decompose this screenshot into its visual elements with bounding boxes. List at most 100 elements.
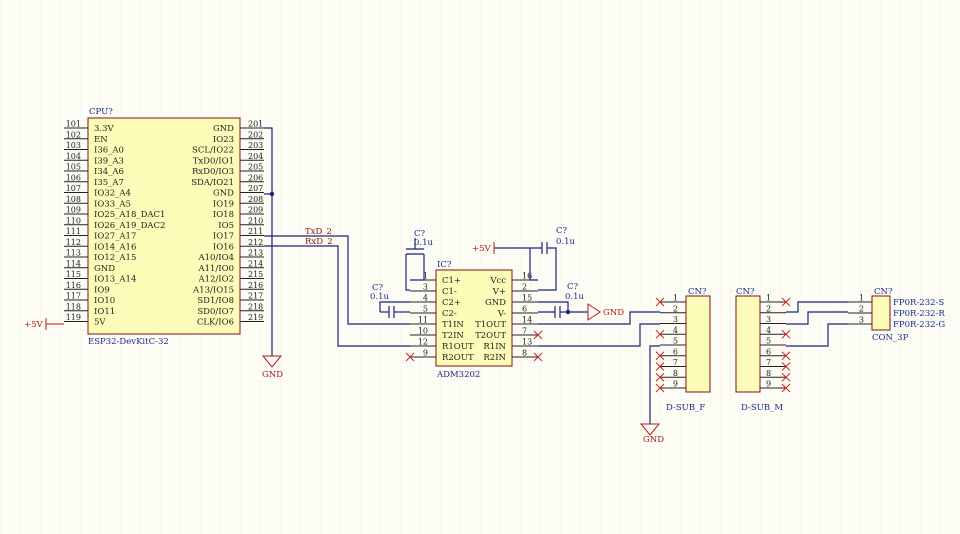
cpu-pin-name: A13/IO15 xyxy=(192,285,234,295)
cpu-pin-number: 218 xyxy=(248,302,263,311)
cpu-pin-name: A12/IO2 xyxy=(197,275,234,285)
dsub-m-pin-number: 9 xyxy=(766,380,771,389)
cpu-pin-number: 101 xyxy=(66,120,81,129)
power-5v-ic: +5V xyxy=(472,242,495,254)
svg-text:CN?: CN? xyxy=(736,287,755,297)
svg-text:C?: C? xyxy=(414,229,426,239)
cpu-pin-number: 108 xyxy=(66,195,81,204)
cpu-pin-name: TxD0/IO1 xyxy=(193,156,234,166)
cpu-pin-name: 5V xyxy=(94,318,106,328)
cpu-pin-number: 219 xyxy=(248,313,263,322)
cpu-pin-name: IO10 xyxy=(94,296,115,306)
cpu-pin-number: 102 xyxy=(66,130,81,139)
capacitor-c1[interactable]: C? 0.1u xyxy=(405,229,434,291)
dsub-m-pin-number: 6 xyxy=(766,347,771,356)
dsub-m-body xyxy=(735,295,761,393)
cpu-pin-name: IO14_A16 xyxy=(94,242,136,252)
wire-m3-to-con2 xyxy=(786,311,848,325)
ic-pin-number: 4 xyxy=(423,294,428,303)
dsub-f-pin-number: 7 xyxy=(673,358,678,367)
dsub-m-pin-number: 4 xyxy=(766,326,771,335)
ic-pin-number: 8 xyxy=(522,349,527,358)
cpu-pin-name: IO25_A18_DAC1 xyxy=(94,210,165,220)
dsub-m-pin-number: 7 xyxy=(766,358,771,367)
power-5v-cpu: +5V xyxy=(24,318,64,330)
wire-txd xyxy=(264,235,410,325)
cpu-pin-name: EN xyxy=(94,135,108,145)
capacitor-c4[interactable]: C? 0.1u xyxy=(538,282,588,318)
cpu-right-pins: 201GND202IO23203SCL/IO22204TxD0/IO1205Rx… xyxy=(191,120,264,328)
cpu-pin-number: 204 xyxy=(248,152,263,161)
con3-connector[interactable]: CN? CON_3P 123 FP0R-232-S FP0R-232-R FP0… xyxy=(848,287,945,343)
cpu-pin-name: IO13_A14 xyxy=(94,275,136,285)
ic-pin-name: T1OUT xyxy=(475,320,506,330)
cpu-pin-name: GND xyxy=(213,124,234,134)
ic-pin-name: R2OUT xyxy=(442,353,474,363)
junction-dot xyxy=(269,191,275,197)
cpu-pin-number: 201 xyxy=(248,120,263,129)
dsub-f-pin-number: 2 xyxy=(673,304,678,313)
gnd-symbol-dsub: GND xyxy=(639,423,664,445)
ic-pin-number: 12 xyxy=(418,338,428,347)
cpu-pin-name: GND xyxy=(213,189,234,199)
ic-value: ADM3202 xyxy=(436,370,480,380)
cpu-pin-number: 213 xyxy=(248,249,263,258)
svg-text:GND: GND xyxy=(643,435,664,445)
svg-text:0.1u: 0.1u xyxy=(370,292,390,302)
cpu-pin-name: I39_A3 xyxy=(94,156,124,166)
cpu-pin-number: 210 xyxy=(248,216,263,225)
cpu-pin-name: SD1/IO8 xyxy=(197,296,234,306)
svg-text:0.1u: 0.1u xyxy=(556,237,576,247)
cpu-pin-name: IO19 xyxy=(213,199,234,209)
cpu-pin-name: IO5 xyxy=(218,221,234,231)
cpu-pin-number: 113 xyxy=(66,249,81,258)
svg-text:CN?: CN? xyxy=(874,287,893,297)
capacitor-c3[interactable]: C? 0.1u xyxy=(494,226,576,291)
gnd-label: GND xyxy=(262,370,283,380)
cpu-pin-number: 217 xyxy=(248,292,263,301)
cpu-pin-name: I35_A7 xyxy=(94,178,124,188)
cpu-pin-number: 106 xyxy=(66,173,81,182)
cpu-pin-number: 103 xyxy=(66,141,81,150)
cpu-pin-number: 109 xyxy=(66,206,81,215)
ic-body xyxy=(435,269,513,367)
svg-text:D-SUB_M: D-SUB_M xyxy=(741,403,783,413)
cpu-pin-number: 114 xyxy=(66,259,81,268)
ic-pin-number: 15 xyxy=(522,294,532,303)
wire-cpu-gnd xyxy=(264,127,273,195)
cpu-pin-name: IO17 xyxy=(213,232,234,242)
dsub-f-pin-number: 5 xyxy=(673,337,678,346)
wire-rxd xyxy=(264,245,410,347)
ic-pin-number: 13 xyxy=(522,338,532,347)
cpu-pin-number: 119 xyxy=(66,313,81,322)
net-label-txd: TxD_2 xyxy=(305,227,332,237)
wire-t1out xyxy=(538,311,660,325)
cpu-pin-name: SDA/IO21 xyxy=(191,178,234,188)
cpu-pin-name: IO16 xyxy=(213,242,234,252)
ic-pin-name: C1- xyxy=(442,287,457,297)
dsub-f-body xyxy=(685,295,711,393)
svg-text:C?: C? xyxy=(556,226,568,236)
svg-text:+5V: +5V xyxy=(472,244,492,254)
wire-m5-to-con3 xyxy=(786,323,848,347)
cpu-pin-name: IO11 xyxy=(94,307,115,317)
cpu-pin-name: IO18 xyxy=(213,210,234,220)
cpu-pin-name: IO33_A5 xyxy=(94,199,131,209)
cpu-pin-number: 209 xyxy=(248,206,263,215)
svg-text:C?: C? xyxy=(372,283,384,293)
dsub-f-pin-number: 9 xyxy=(673,380,678,389)
dsub-m-pin-number: 2 xyxy=(766,304,771,313)
ic-pin-name: R2IN xyxy=(483,353,506,363)
capacitor-c2[interactable]: C? 0.1u xyxy=(370,283,410,318)
ic-pin-number: 9 xyxy=(423,349,428,358)
cpu-pin-number: 110 xyxy=(66,216,81,225)
cpu-pin-number: 214 xyxy=(248,259,263,268)
cpu-pin-name: IO26_A19_DAC2 xyxy=(94,221,165,231)
cpu-ref: CPU? xyxy=(89,107,113,117)
